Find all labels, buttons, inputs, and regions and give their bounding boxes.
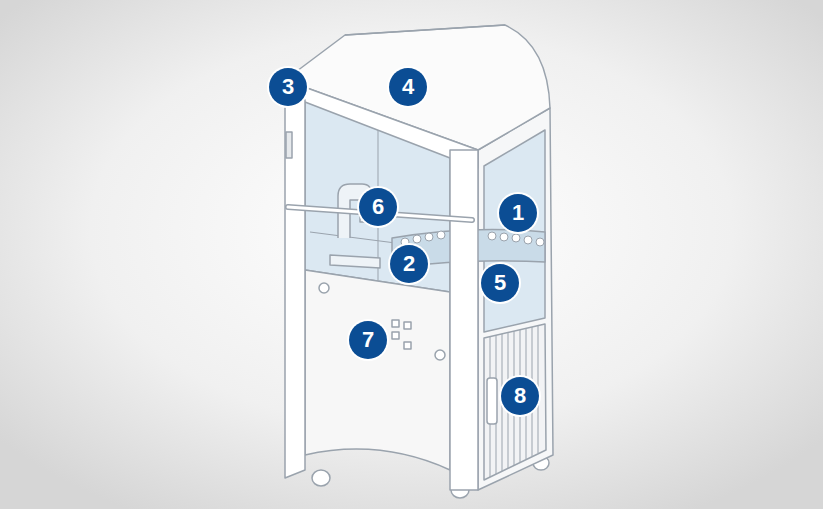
callout-number: 6 (359, 188, 397, 226)
louver-panel (484, 324, 546, 480)
side-handle (487, 378, 497, 424)
knob (435, 350, 445, 360)
callout-number: 2 (390, 245, 428, 283)
knob (319, 283, 329, 293)
callout-number: 7 (349, 321, 387, 359)
vial-slot (425, 233, 433, 241)
top-edge (345, 25, 505, 35)
callout-number: 4 (389, 68, 427, 106)
vial-slot (536, 238, 544, 246)
vial-slot (524, 236, 532, 244)
vial-slot (488, 232, 496, 240)
control-button (392, 332, 399, 339)
control-button (404, 322, 411, 329)
vial-slot (500, 233, 508, 241)
vial-slot (437, 231, 445, 239)
callout-number: 1 (499, 194, 537, 232)
control-button (392, 320, 399, 327)
side-buttons (286, 132, 292, 158)
tray (330, 255, 380, 268)
callout-number: 3 (269, 68, 307, 106)
vial-slot (512, 234, 520, 242)
right-post (450, 150, 478, 490)
wheel (312, 470, 330, 486)
control-button (404, 342, 411, 349)
left-post (285, 80, 305, 478)
callout-number: 5 (481, 264, 519, 302)
side-panel (478, 108, 553, 490)
lower-cabinet (305, 270, 450, 470)
callout-number: 8 (501, 377, 539, 415)
top-frame (285, 80, 478, 168)
vial-slot (413, 235, 421, 243)
